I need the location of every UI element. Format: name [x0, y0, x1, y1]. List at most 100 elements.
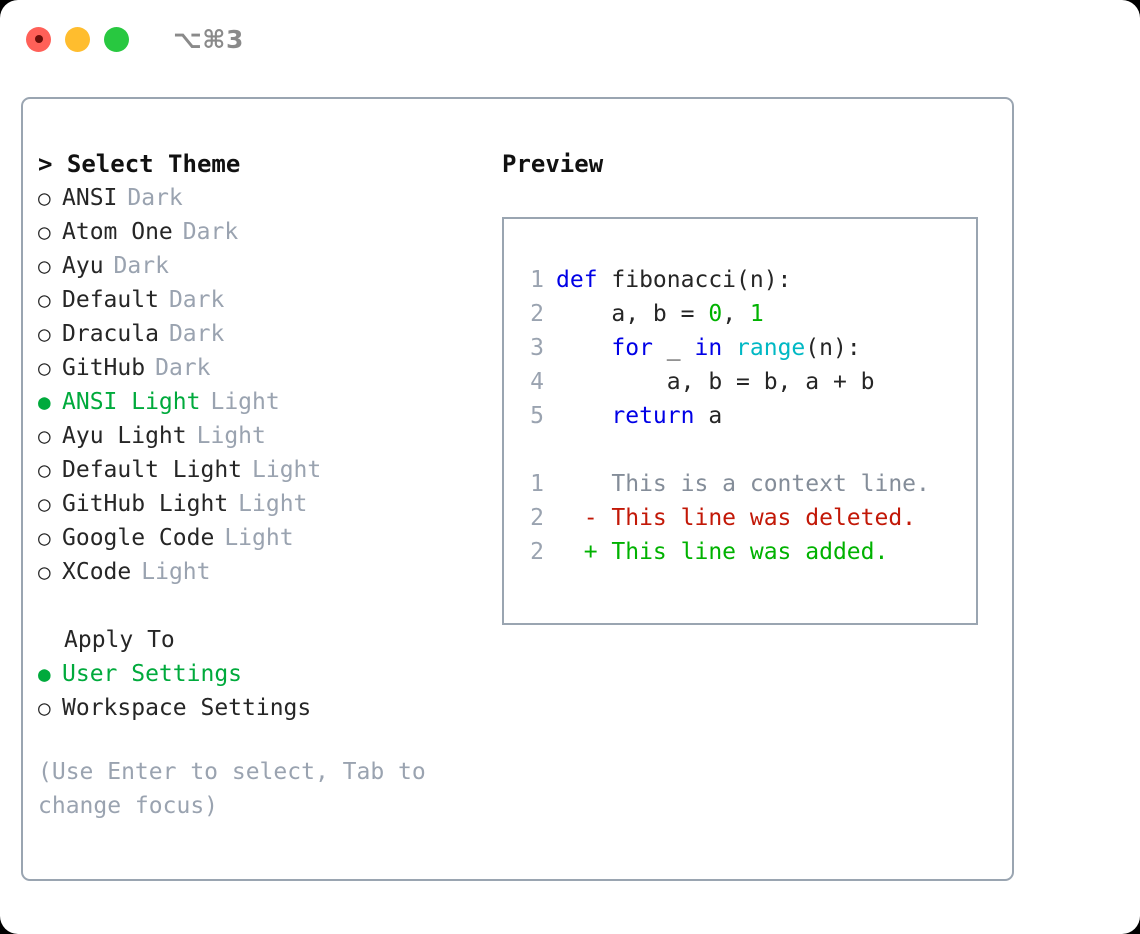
code-token-kw: def — [556, 267, 612, 293]
code-token-plain: , — [722, 301, 750, 327]
theme-item-tag: Light — [252, 457, 322, 483]
code-line-4: 5 return a — [522, 399, 976, 433]
close-window-button[interactable] — [26, 26, 51, 52]
radio-unselected-icon: ○ — [38, 696, 51, 720]
maximize-window-button[interactable] — [104, 26, 129, 52]
radio-unselected-icon: ○ — [38, 458, 51, 482]
code-token-plain: _ — [652, 335, 695, 361]
preview-heading: Preview — [502, 150, 604, 178]
theme-item-5[interactable]: ○ GitHub Dark — [38, 351, 478, 385]
code-line-text: def fibonacci(n): — [556, 263, 791, 297]
theme-item-tag: Light — [238, 491, 308, 517]
keyboard-hint-text: (Use Enter to select, Tab to change focu… — [38, 759, 426, 819]
theme-item-label: ANSI Light — [62, 389, 201, 415]
code-line-3: 4 a, b = b, a + b — [522, 365, 976, 399]
code-token-kw: in — [694, 335, 723, 361]
theme-item-tag: Light — [196, 423, 266, 449]
radio-selected-icon: ● — [38, 662, 51, 686]
apply-to-list: ● User Settings ○ Workspace Settings — [38, 657, 478, 725]
apply-to-item-0[interactable]: ● User Settings — [38, 657, 478, 691]
select-theme-heading: > Select Theme — [38, 150, 241, 178]
radio-unselected-icon: ○ — [38, 220, 51, 244]
code-token-num: 0 — [708, 301, 723, 327]
theme-item-label: XCode — [62, 559, 132, 585]
radio-unselected-icon: ○ — [38, 560, 51, 584]
theme-item-label: Google Code — [62, 525, 215, 551]
radio-selected-icon: ● — [38, 390, 51, 414]
diff-line-add-2: 2 + This line was added. — [522, 535, 976, 569]
code-line-number: 4 — [530, 369, 544, 395]
code-token-plain: a — [694, 403, 723, 429]
code-line-1: 2 a, b = 0, 1 — [522, 297, 976, 331]
diff-line-number: 1 — [530, 471, 544, 497]
theme-item-10[interactable]: ○ Google Code Light — [38, 521, 478, 555]
code-line-number: 3 — [530, 335, 544, 361]
code-token-plain: a, b = b, a + b — [556, 369, 875, 395]
theme-item-label: Ayu Light — [62, 423, 187, 449]
theme-item-3[interactable]: ○ Default Dark — [38, 283, 478, 317]
theme-item-11[interactable]: ○ XCode Light — [38, 555, 478, 589]
code-token-plain — [722, 335, 736, 361]
code-line-2: 3 for _ in range(n): — [522, 331, 976, 365]
code-line-text: a, b = b, a + b — [556, 365, 875, 399]
theme-item-tag: Dark — [168, 287, 225, 313]
radio-unselected-icon: ○ — [38, 254, 51, 278]
code-token-plain: fibonacci(n): — [611, 267, 792, 293]
theme-item-label: GitHub — [62, 355, 146, 381]
diff-line-number: 2 — [530, 505, 544, 531]
list-spacer — [38, 589, 478, 623]
preview-gap — [522, 433, 976, 467]
diff-line-text: - This line was deleted. — [556, 505, 917, 531]
minimize-window-button[interactable] — [65, 26, 90, 52]
radio-unselected-icon: ○ — [38, 186, 51, 210]
theme-item-tag: Dark — [155, 355, 211, 381]
diff-line-text: + This line was added. — [556, 539, 889, 565]
radio-unselected-icon: ○ — [38, 356, 51, 380]
theme-item-label: Default Light — [62, 457, 243, 483]
code-token-plain — [556, 403, 611, 429]
keyboard-shortcut-label: ⌥⌘3 — [173, 24, 244, 54]
theme-item-2[interactable]: ○ Ayu Dark — [38, 249, 478, 283]
code-token-kw: return — [611, 403, 695, 429]
apply-to-item-label: Workspace Settings — [62, 695, 312, 721]
diff-line-text: This is a context line. — [556, 471, 930, 497]
theme-item-tag: Dark — [113, 253, 169, 279]
theme-item-label: Dracula — [62, 321, 159, 347]
code-line-number: 5 — [530, 403, 544, 429]
theme-item-tag: Light — [224, 525, 294, 551]
radio-unselected-icon: ○ — [38, 288, 51, 312]
theme-item-label: Default — [62, 287, 159, 313]
code-token-kw: for — [611, 335, 653, 361]
theme-item-tag: Dark — [182, 219, 239, 245]
apply-to-item-label: User Settings — [62, 661, 243, 687]
code-token-plain — [556, 335, 611, 361]
theme-item-tag: Dark — [168, 321, 225, 347]
theme-item-tag: Dark — [127, 185, 183, 211]
apply-to-item-1[interactable]: ○ Workspace Settings — [38, 691, 478, 725]
radio-unselected-icon: ○ — [38, 526, 51, 550]
theme-item-8[interactable]: ○ Default Light Light — [38, 453, 478, 487]
code-token-plain: (n): — [805, 335, 861, 361]
radio-unselected-icon: ○ — [38, 492, 51, 516]
theme-item-label: Ayu — [62, 253, 104, 279]
code-line-text: a, b = 0, 1 — [556, 297, 763, 331]
traffic-light-group — [26, 26, 129, 52]
code-line-number: 2 — [530, 301, 544, 327]
theme-item-tag: Light — [141, 559, 211, 585]
window-titlebar: ⌥⌘3 — [0, 0, 1140, 78]
